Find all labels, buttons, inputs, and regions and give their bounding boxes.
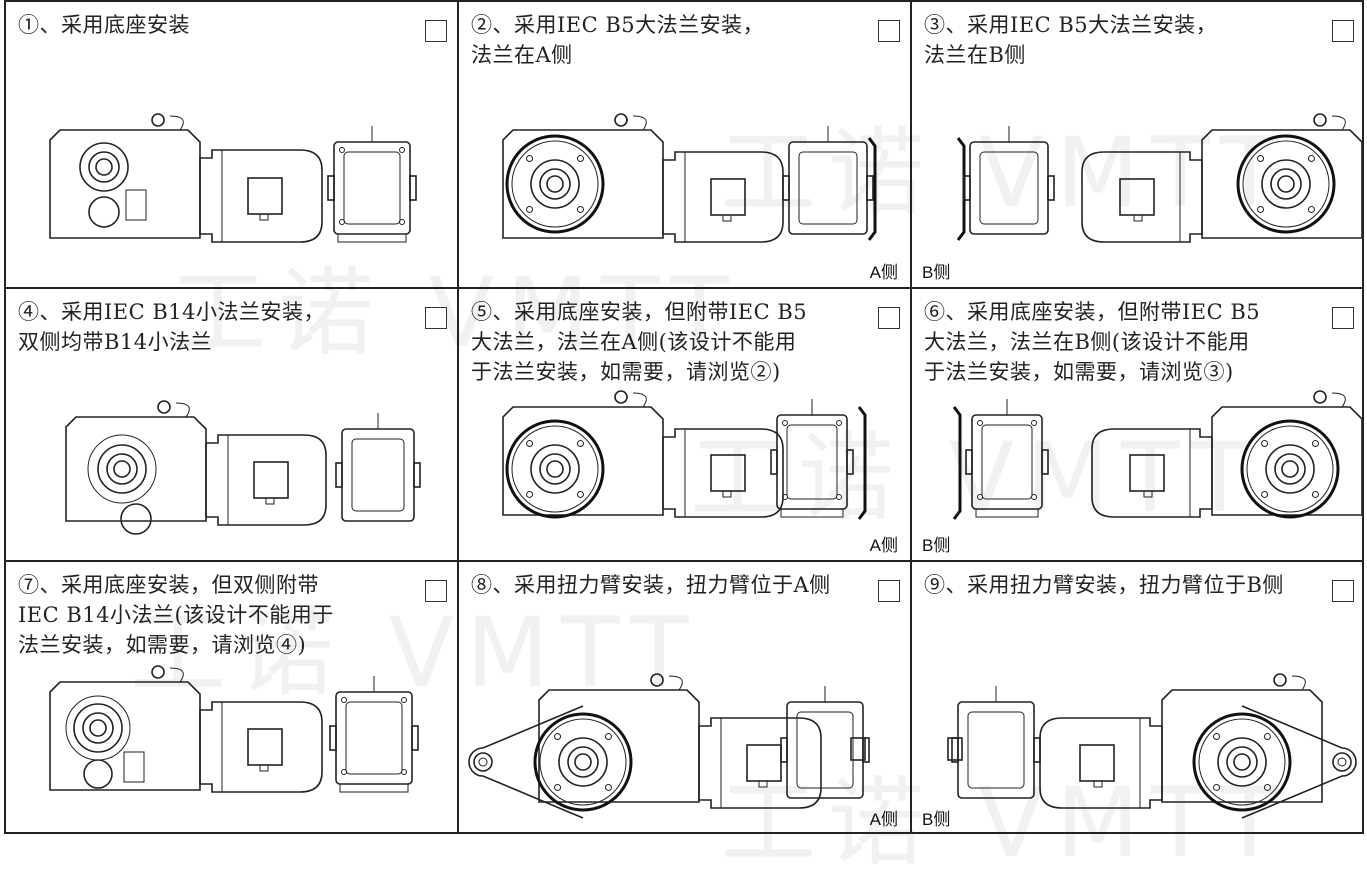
gearmotor-drawing — [952, 390, 1363, 520]
gearmotor-drawing — [49, 665, 419, 793]
option-caption: ⑧、采用扭力臂安装，扭力臂位于A侧 — [471, 573, 831, 597]
gearmotor-drawing — [468, 673, 870, 819]
option-caption: ④、采用IEC B14小法兰安装， 双侧均带B14小法兰 — [18, 300, 326, 354]
option-cell-2: ②、采用IEC B5大法兰安装， 法兰在A侧 A侧 — [457, 0, 910, 287]
option-checkbox[interactable] — [1332, 20, 1354, 42]
option-caption: ⑥、采用底座安装，但附带IEC B5 大法兰，法兰在B侧(该设计不能用 于法兰安… — [924, 300, 1261, 384]
option-cell-6: ⑥、采用底座安装，但附带IEC B5 大法兰，法兰在B侧(该设计不能用 于法兰安… — [910, 287, 1364, 560]
gearmotor-drawing — [956, 113, 1363, 243]
option-cell-4: ④、采用IEC B14小法兰安装， 双侧均带B14小法兰 — [4, 287, 457, 560]
option-caption: ③、采用IEC B5大法兰安装， 法兰在B侧 — [924, 13, 1218, 67]
option-caption: ②、采用IEC B5大法兰安装， 法兰在A侧 — [471, 13, 765, 67]
gearmotor-drawing — [502, 390, 867, 520]
side-label: B侧 — [922, 536, 951, 555]
option-caption: ⑤、采用底座安装，但附带IEC B5 大法兰，法兰在A侧(该设计不能用 于法兰安… — [471, 300, 808, 384]
option-cell-1: ①、采用底座安装 — [4, 0, 457, 287]
side-label: A侧 — [869, 536, 898, 555]
option-cell-7: ⑦、采用底座安装，但双侧附带 IEC B14小法兰(该设计不能用于 法兰安装，如… — [4, 560, 457, 834]
option-checkbox[interactable] — [878, 20, 900, 42]
option-checkbox[interactable] — [425, 580, 447, 602]
option-checkbox[interactable] — [1332, 307, 1354, 329]
mounting-options-grid: ①、采用底座安装 ②、采用IEC B5大法兰安装， 法兰在A侧 — [4, 0, 1364, 834]
side-label: A侧 — [869, 810, 898, 829]
option-checkbox[interactable] — [878, 307, 900, 329]
option-caption: ⑨、采用扭力臂安装，扭力臂位于B侧 — [924, 573, 1284, 597]
option-checkbox[interactable] — [878, 580, 900, 602]
option-cell-8: ⑧、采用扭力臂安装，扭力臂位于A侧 A侧 — [457, 560, 910, 834]
option-checkbox[interactable] — [425, 307, 447, 329]
side-label: B侧 — [922, 810, 951, 829]
option-cell-5: ⑤、采用底座安装，但附带IEC B5 大法兰，法兰在A侧(该设计不能用 于法兰安… — [457, 287, 910, 560]
side-label: A侧 — [869, 263, 898, 282]
gearmotor-drawing — [65, 400, 421, 535]
option-checkbox[interactable] — [425, 20, 447, 42]
side-label: B侧 — [922, 263, 951, 282]
gearmotor-drawing — [502, 113, 877, 243]
gearmotor-drawing — [49, 113, 417, 243]
option-cell-9: ⑨、采用扭力臂安装，扭力臂位于B侧 B侧 — [910, 560, 1364, 834]
option-cell-3: ③、采用IEC B5大法兰安装， 法兰在B侧 B侧 — [910, 0, 1364, 287]
gearmotor-drawing — [947, 673, 1357, 819]
option-caption: ⑦、采用底座安装，但双侧附带 IEC B14小法兰(该设计不能用于 法兰安装，如… — [18, 573, 334, 657]
option-checkbox[interactable] — [1332, 580, 1354, 602]
option-caption: ①、采用底座安装 — [18, 13, 190, 37]
